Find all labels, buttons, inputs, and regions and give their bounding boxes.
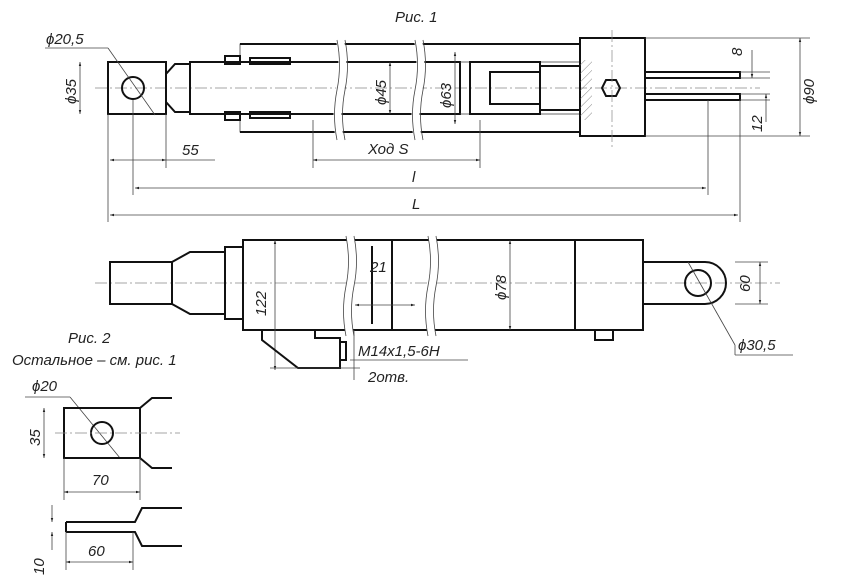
dim-port-bottom: 12 xyxy=(749,115,766,132)
dim-l: l xyxy=(412,169,416,186)
dim-70: 70 xyxy=(92,472,109,489)
dim-eye-hole: ϕ20,5 xyxy=(46,31,84,48)
dim-bore-diameter: ϕ63 xyxy=(438,82,455,108)
dim-rod-diameter: ϕ45 xyxy=(373,79,390,105)
mounting-bracket xyxy=(261,330,341,369)
fig2-caption: Рис. 2 xyxy=(68,330,111,347)
dim-hole-20: ϕ20 xyxy=(32,378,58,395)
dim-55: 55 xyxy=(182,142,199,159)
fig1-caption: Рис. 1 xyxy=(395,9,438,26)
dim-port-top: 8 xyxy=(729,47,746,56)
eye-hole xyxy=(121,76,145,100)
fig1-section-view: Рис. 1 ϕ20,5 ϕ35 ϕ45 ϕ63 xyxy=(45,9,818,222)
rod-eye xyxy=(107,61,167,115)
fig2-note: Остальное – см. рис. 1 xyxy=(12,352,177,369)
dim-122: 122 xyxy=(253,290,270,316)
dim-60-detail: 60 xyxy=(88,543,105,560)
dim-eye-width: ϕ35 xyxy=(63,78,80,104)
cylinder-body xyxy=(242,239,644,331)
dim-stroke: Ход S xyxy=(367,141,408,158)
dim-eye-hole-2: ϕ30,5 xyxy=(738,337,776,354)
dim-60: 60 xyxy=(737,275,754,292)
dim-78: ϕ78 xyxy=(493,274,510,300)
fig1-exterior-view: 60 ϕ30,5 122 21 ϕ78 M14x1,5-6H 2отв. xyxy=(95,235,793,386)
dim-10: 10 xyxy=(31,558,48,575)
fig2-detail: Рис. 2 Остальное – см. рис. 1 ϕ20 35 70 … xyxy=(12,330,182,575)
dim-35: 35 xyxy=(27,429,44,446)
holes-count: 2отв. xyxy=(367,369,409,386)
thread-spec: M14x1,5-6H xyxy=(358,343,440,360)
dim-L: L xyxy=(412,196,420,213)
hex-plug-icon xyxy=(600,79,622,97)
dim-21: 21 xyxy=(369,259,387,276)
dim-outer-diameter: ϕ90 xyxy=(801,78,818,104)
